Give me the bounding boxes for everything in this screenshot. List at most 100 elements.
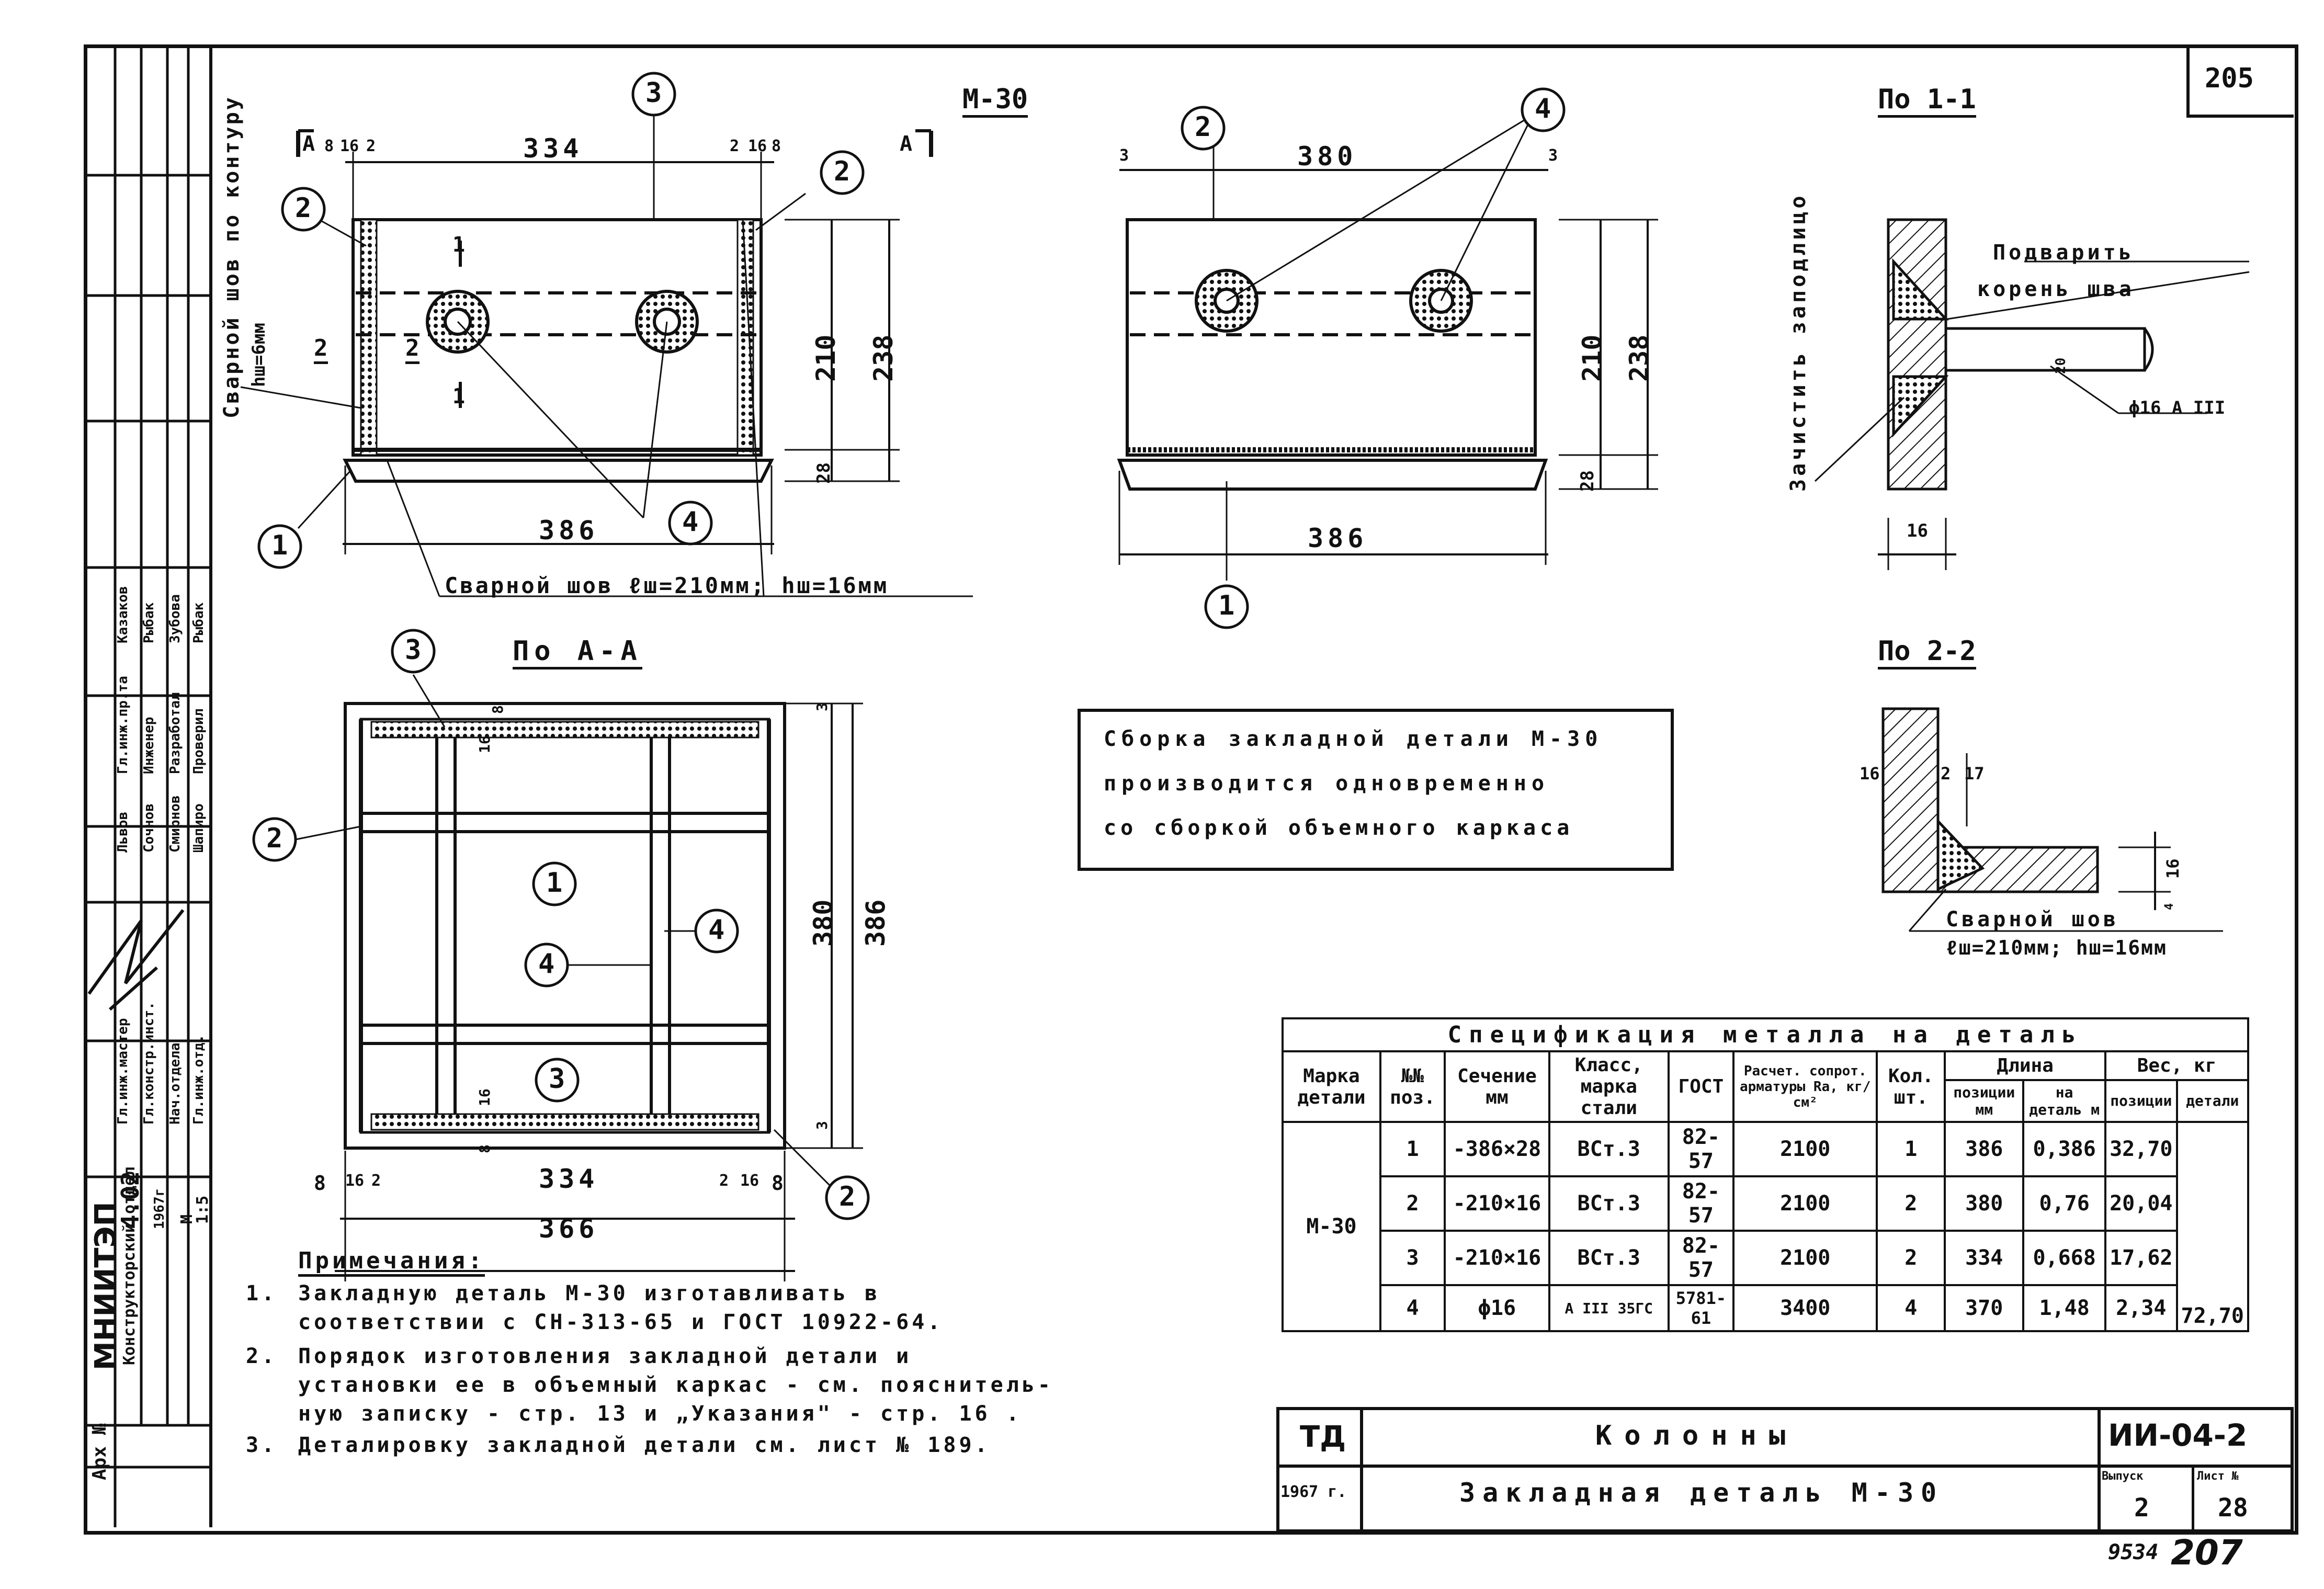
dim-sec22-16a: 16 <box>1860 764 1880 784</box>
spec-cell: 4 <box>1876 1284 1946 1332</box>
tb-sheet-label: Лист № <box>2197 1470 2239 1483</box>
side-stamp-grid <box>84 44 209 1527</box>
spec-h-section: Сечение мм <box>1444 1050 1550 1123</box>
spec-mark: М-30 <box>1282 1121 1381 1332</box>
root-weld-label-2: корень шва <box>1977 277 2135 301</box>
spec-cell: 1 <box>1876 1121 1946 1177</box>
note-2-line-2: установки ее в объемный каркас - см. поя… <box>298 1373 1053 1397</box>
dim-front-28: 28 <box>813 462 834 484</box>
dim-side-238: 238 <box>1624 334 1654 382</box>
spec-cell: А III 35ГС <box>1548 1284 1670 1332</box>
table-row: 4 ϕ16 А III 35ГС 5781-61 3400 4 370 1,48… <box>1283 1284 2248 1332</box>
spec-h-qty: Кол. шт. <box>1876 1050 1946 1123</box>
note-3-line-1: Деталировку закладной детали см. лист № … <box>298 1433 991 1457</box>
spec-cell: 334 <box>1944 1230 2025 1286</box>
weld-contour-hw: hш=6мм <box>248 323 269 387</box>
spec-title: Спецификация металла на деталь <box>1282 1017 2249 1052</box>
spec-h-len-pos: позиции мм <box>1944 1079 2025 1123</box>
dim-side-210: 210 <box>1577 334 1607 382</box>
dim-front-238: 238 <box>868 334 899 382</box>
note-3-num: 3. <box>246 1433 278 1457</box>
bar-label: ϕ16 А III <box>2129 398 2226 418</box>
spec-cell: 2100 <box>1732 1121 1878 1177</box>
spec-cell: 82-57 <box>1667 1121 1735 1177</box>
clean-flush-label: Зачистить заподлицо <box>1786 192 1810 492</box>
spec-cell: -210×16 <box>1444 1175 1550 1232</box>
dim-plan-334: 334 <box>539 1164 599 1194</box>
dim-plan-8-top: 8 <box>489 705 506 714</box>
spec-cell: 1,48 <box>2022 1284 2107 1332</box>
spec-cell: 4 <box>1379 1284 1446 1332</box>
bottom-page: 207 <box>2171 1533 2243 1573</box>
dim-front-2b: 2 <box>730 137 740 155</box>
dim-front-16a: 16 <box>340 137 359 155</box>
spec-cell: ϕ16 <box>1444 1284 1550 1332</box>
dim-plan-16-top: 16 <box>476 735 493 753</box>
spec-h-weight: Вес, кг <box>2104 1050 2249 1081</box>
callout-3-plan-top: 3 <box>405 634 422 666</box>
dim-sec22-2: 2 <box>1941 764 1951 784</box>
callout-2-front-right: 2 <box>834 156 851 187</box>
dim-plan-16a: 16 <box>345 1172 365 1190</box>
dim-front-8b: 8 <box>772 137 781 155</box>
spec-cell: 32,70 <box>2104 1121 2178 1177</box>
spec-total-weight: 72,70 <box>2175 1121 2250 1332</box>
section-1-1 <box>1814 218 2250 570</box>
cut-mark-2-right: 2 <box>405 335 420 364</box>
spec-cell: 2 <box>1876 1230 1946 1286</box>
callout-3-plan-bottom: 3 <box>549 1063 565 1095</box>
table-row: М-30 1 -386×28 ВСт.3 82-57 2100 1 386 0,… <box>1282 1121 2250 1332</box>
dim-plan-2b: 2 <box>719 1172 729 1190</box>
title-section-aa: По А-А <box>513 635 642 669</box>
notes-heading: Примечания: <box>298 1247 485 1277</box>
spec-cell: 3400 <box>1732 1284 1878 1332</box>
callout-4-front: 4 <box>682 506 699 538</box>
spec-cell: 0,76 <box>2022 1175 2107 1232</box>
assembly-note-box <box>1078 709 1674 871</box>
spec-cell: 0,668 <box>2022 1230 2107 1286</box>
spec-cell: 2100 <box>1732 1175 1878 1232</box>
title-block-v1 <box>1360 1407 1363 1533</box>
dim-plan-2a: 2 <box>371 1172 381 1190</box>
dim-sec22-4: 4 <box>2163 903 2176 910</box>
callout-2-plan-right: 2 <box>839 1181 856 1212</box>
dim-plan-8a: 8 <box>314 1172 326 1195</box>
spec-cell: 5781-61 <box>1667 1284 1735 1332</box>
dim-sec11-16: 16 <box>1907 520 1928 541</box>
assembly-note-line-1: Сборка закладной детали М-30 <box>1104 727 1603 751</box>
cut-mark-1-bottom: 1 <box>452 384 466 408</box>
dim-front-334: 334 <box>523 133 583 164</box>
tb-main-title: Колонны <box>1595 1420 1798 1451</box>
page-number-box <box>2186 44 2294 118</box>
callout-circles <box>252 72 1566 1220</box>
callout-2-side: 2 <box>1195 111 1211 143</box>
title-section-22: По 2-2 <box>1878 635 1976 669</box>
weld-bottom-label: Сварной шов ℓш=210мм; hш=16мм <box>445 573 889 598</box>
callout-2-plan-left: 2 <box>266 823 283 854</box>
weld-22-dims: ℓш=210мм; hш=16мм <box>1946 936 2167 959</box>
dim-plan-3-bottom: 3 <box>813 1121 831 1130</box>
dim-side-3a: 3 <box>1119 146 1129 165</box>
spec-h-len-det: на деталь м <box>2022 1079 2107 1123</box>
weld-contour-label: Сварной шов по контуру <box>220 95 244 418</box>
cut-mark-2-left: 2 <box>314 335 328 364</box>
dim-plan-16-bottom: 16 <box>476 1088 493 1106</box>
spec-cell: 2,34 <box>2104 1284 2178 1332</box>
tb-sub-title: Закладная деталь М-30 <box>1459 1478 1944 1508</box>
spec-cell: 3 <box>1379 1230 1446 1286</box>
callout-4-plan-right: 4 <box>708 914 725 946</box>
dim-side-3b: 3 <box>1548 146 1558 165</box>
title-block <box>1276 1407 2294 1533</box>
spec-cell: 0,386 <box>2022 1121 2107 1177</box>
side-stamp-lines <box>84 44 209 1527</box>
spec-h-w-det: детали <box>2175 1079 2250 1123</box>
spec-cell: 82-57 <box>1667 1230 1735 1286</box>
spec-h-calc: Расчет. сопрот. арматуры Rа, кг/см² <box>1732 1050 1878 1123</box>
spec-cell: -386×28 <box>1444 1121 1550 1177</box>
dim-plan-16b: 16 <box>740 1172 759 1190</box>
front-view-m30 <box>240 110 973 597</box>
callout-3-front: 3 <box>645 77 662 109</box>
dim-plan-386: 386 <box>860 899 891 947</box>
side-view <box>1117 114 1658 581</box>
spec-h-length: Длина <box>1944 1050 2107 1081</box>
